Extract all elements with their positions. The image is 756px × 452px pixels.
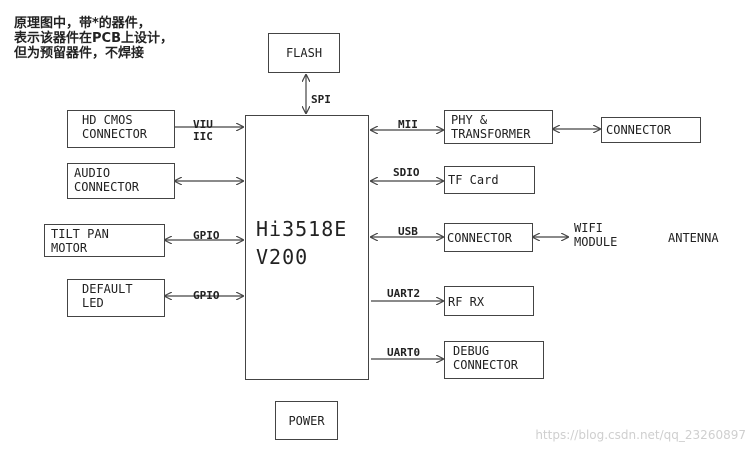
spi-label: SPI <box>311 93 331 106</box>
design-note: 原理图中，带*的器件， 表示该器件在PCB上设计， 但为预留器件，不焊接 <box>14 16 173 61</box>
gpio-tilt-label: GPIO <box>193 229 220 242</box>
gpio-led-label: GPIO <box>193 289 220 302</box>
debug-connector-block: DEBUG CONNECTOR <box>444 341 544 379</box>
mii-label: MII <box>398 118 418 131</box>
usb-label: USB <box>398 225 418 238</box>
wifi-module-label: WIFI MODULE <box>574 221 618 249</box>
default-led-block: DEFAULT LED <box>67 279 165 317</box>
ethernet-connector-block: CONNECTOR <box>601 117 701 143</box>
usb-connector-block: CONNECTOR <box>444 223 533 252</box>
phy-transformer-block: PHY & TRANSFORMER <box>444 110 553 144</box>
hd-cmos-connector-block: HD CMOS CONNECTOR <box>67 110 175 148</box>
viu-iic-label: VIU IIC <box>193 118 213 143</box>
soc-name-line2: V200 <box>256 245 309 269</box>
watermark: https://blog.csdn.net/qq_23260897 <box>535 428 746 442</box>
uart0-label: UART0 <box>387 346 421 359</box>
rf-rx-block: RF RX <box>444 286 534 316</box>
flash-block: FLASH <box>268 33 340 73</box>
tf-card-block: TF Card <box>444 166 535 194</box>
uart2-label: UART2 <box>387 287 421 300</box>
sdio-label: SDIO <box>393 166 420 179</box>
audio-connector-block: AUDIO CONNECTOR <box>67 163 175 199</box>
power-block: POWER <box>275 401 338 440</box>
soc-hi3518e-block: Hi3518E V200 <box>245 115 369 380</box>
tilt-pan-motor-block: TILT PAN MOTOR <box>44 224 165 257</box>
soc-name-line1: Hi3518E <box>256 217 348 241</box>
antenna-label: ANTENNA <box>668 231 719 245</box>
